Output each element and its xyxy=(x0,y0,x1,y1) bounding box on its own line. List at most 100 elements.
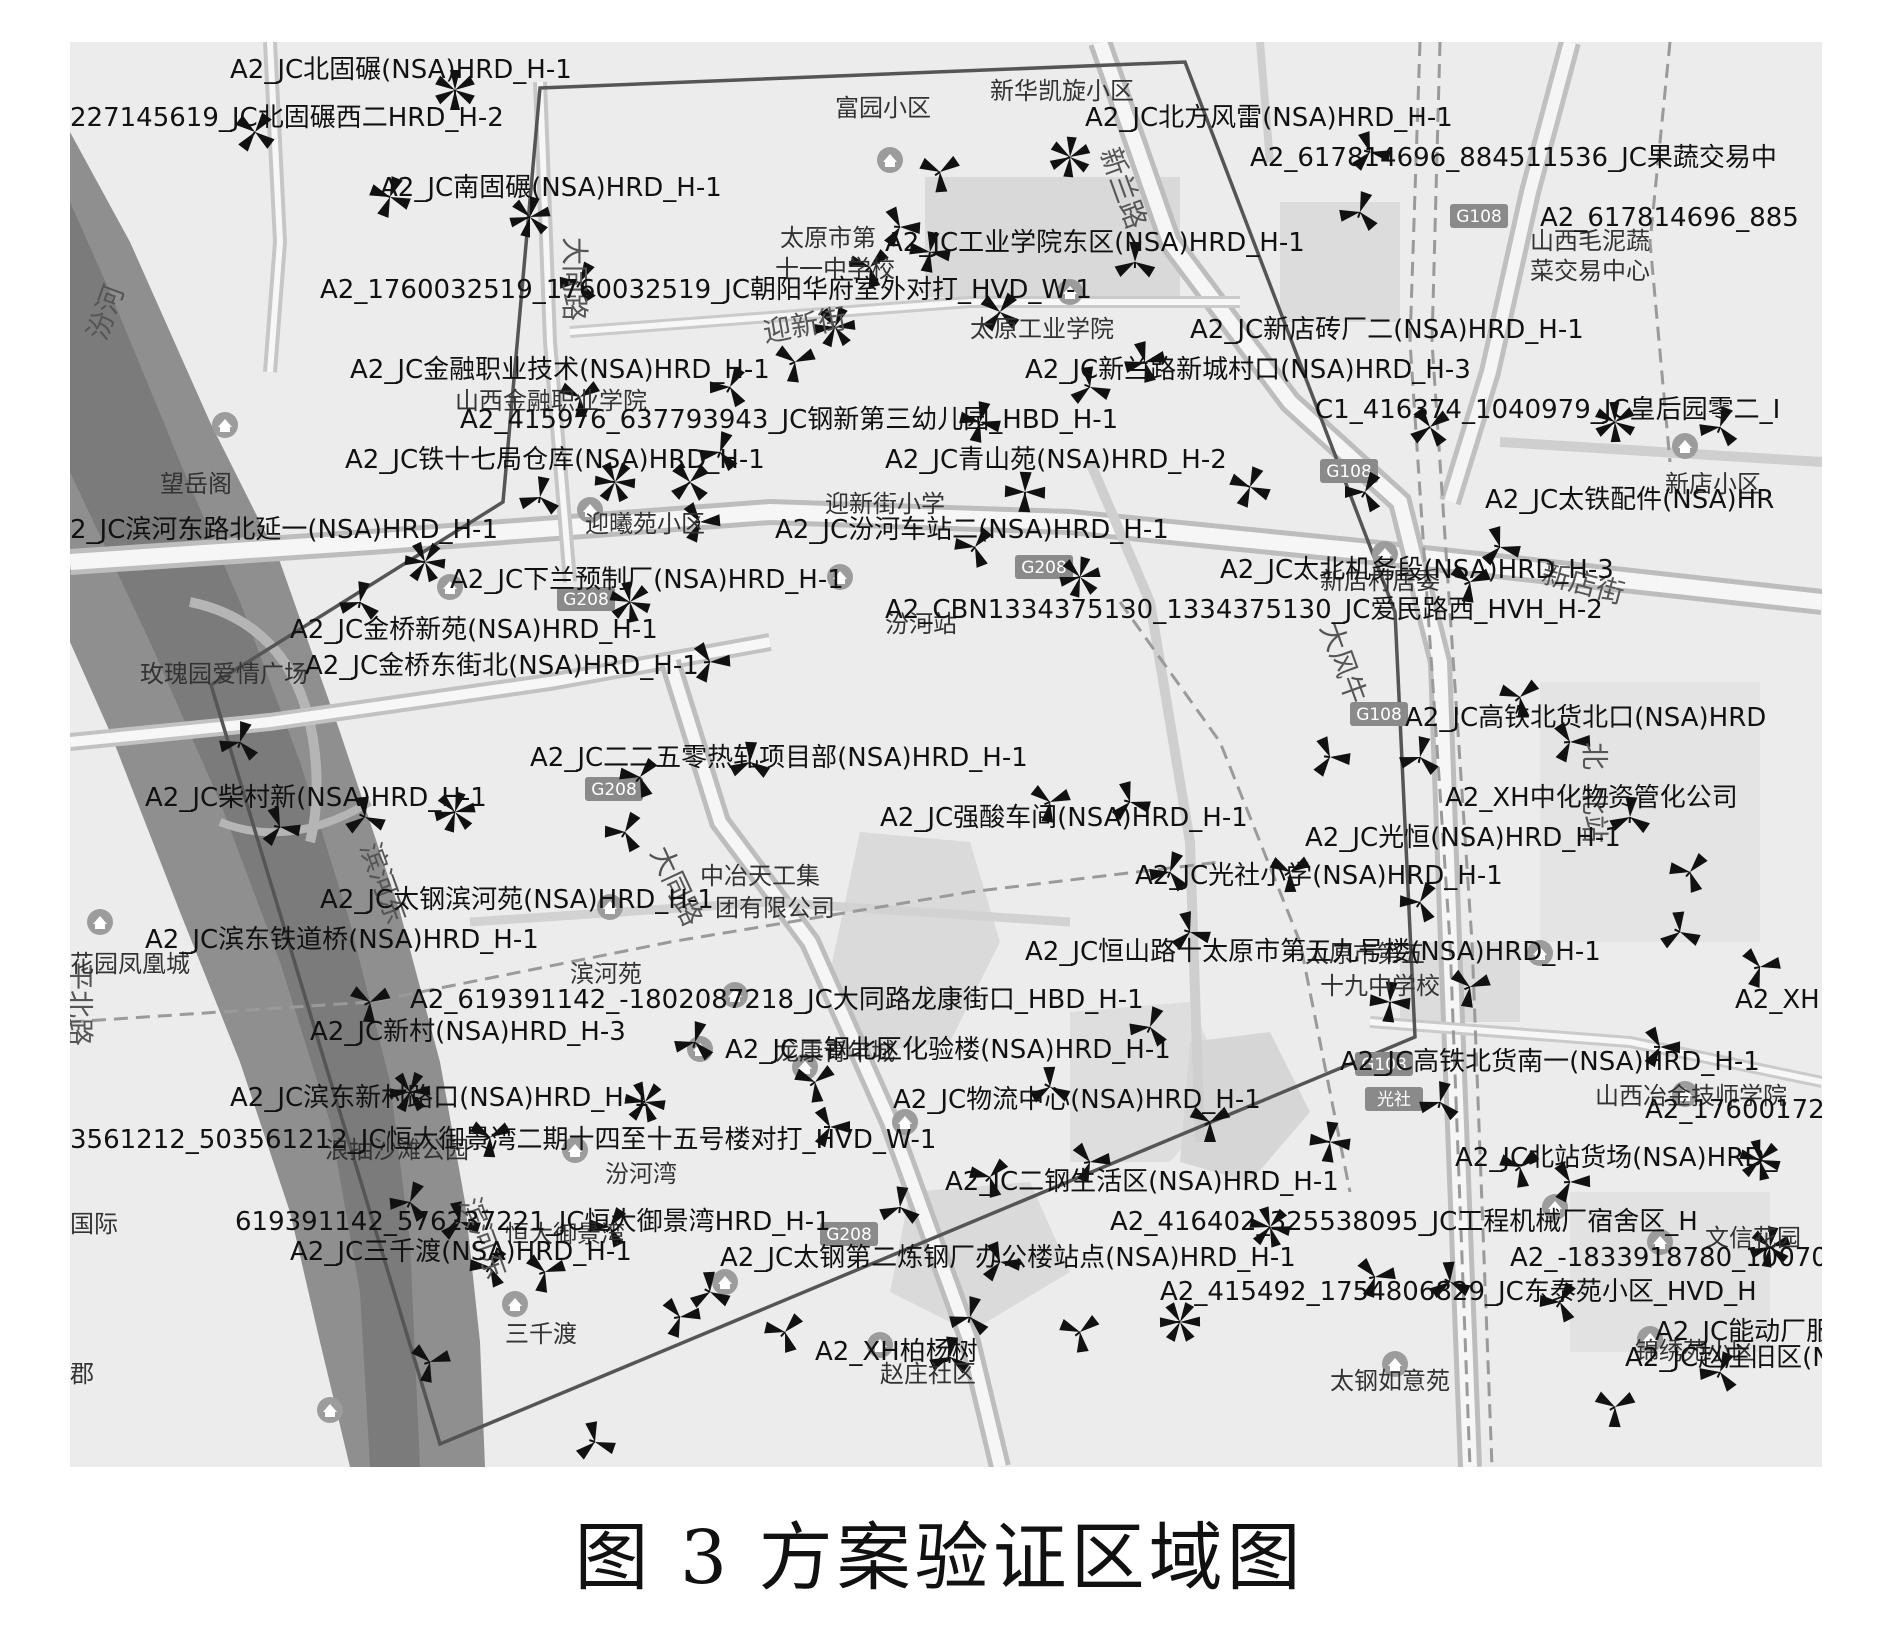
cell-site-antenna-icon[interactable] xyxy=(1004,471,1046,513)
cell-site-antenna-icon[interactable] xyxy=(1554,1161,1591,1203)
cell-site-antenna-icon[interactable] xyxy=(1072,1139,1113,1185)
cell-site-antenna-icon[interactable] xyxy=(574,1418,621,1467)
cell-site-antenna-icon[interactable] xyxy=(687,1267,737,1319)
poi-label[interactable]: 汾河湾 xyxy=(605,1160,677,1188)
cell-site-antenna-icon[interactable] xyxy=(343,792,392,843)
poi-label[interactable]: 新店村居委 xyxy=(1320,567,1440,595)
cell-site-antenna-icon[interactable] xyxy=(594,461,637,503)
poi-label[interactable]: 太原市第五 xyxy=(1305,940,1425,968)
cell-site-antenna-icon[interactable] xyxy=(1395,874,1448,925)
cell-site-antenna-icon[interactable] xyxy=(1114,241,1156,278)
cell-site-antenna-icon[interactable] xyxy=(696,426,746,473)
cell-site-label[interactable]: A2_JC恒山路十太原市第五九号楼(NSA)HRD_H-1 xyxy=(1025,937,1601,967)
cell-site-antenna-icon[interactable] xyxy=(622,1079,668,1124)
cell-site-label[interactable]: 619391142_576237221_JC恒大御景湾HRD_H-1 xyxy=(235,1207,831,1237)
cell-site-antenna-icon[interactable] xyxy=(1397,733,1445,776)
cell-site-antenna-icon[interactable] xyxy=(1696,401,1747,448)
cell-site-label[interactable]: A2_JC北固碾(NSA)HRD_H-1 xyxy=(230,55,572,85)
cell-site-antenna-icon[interactable] xyxy=(1056,553,1104,601)
cell-site-label[interactable]: A2_JC铁十七局仓库(NSA)HRD_H-1 xyxy=(345,445,765,475)
cell-site-label[interactable]: A2_JC滨东铁道桥(NSA)HRD_H-1 xyxy=(145,925,539,955)
building-icon[interactable] xyxy=(827,564,853,590)
building-icon[interactable] xyxy=(437,574,463,600)
cell-site-antenna-icon[interactable] xyxy=(683,500,722,544)
cell-site-label[interactable]: A2_JC工业学院东区(NSA)HRD_H-1 xyxy=(885,228,1305,258)
building-icon[interactable] xyxy=(1057,279,1083,305)
cell-site-antenna-icon[interactable] xyxy=(671,1017,720,1062)
cell-site-antenna-icon[interactable] xyxy=(662,454,718,510)
building-icon[interactable] xyxy=(1672,433,1698,459)
building-icon[interactable] xyxy=(1637,1326,1663,1352)
cell-site-label[interactable]: A2_JC二二五零热轧项目部(NSA)HRD_H-1 xyxy=(530,743,1028,773)
cell-site-antenna-icon[interactable] xyxy=(383,1065,436,1118)
cell-site-antenna-icon[interactable] xyxy=(1735,1135,1785,1185)
building-icon[interactable] xyxy=(1372,541,1398,567)
building-icon[interactable] xyxy=(712,1269,738,1295)
cell-site-antenna-icon[interactable] xyxy=(615,749,669,802)
cell-site-antenna-icon[interactable] xyxy=(693,640,731,683)
cell-site-label[interactable]: A2_JC南固碾(NSA)HRD_H-1 xyxy=(380,173,722,203)
cell-site-antenna-icon[interactable] xyxy=(465,1239,518,1291)
cell-site-antenna-icon[interactable] xyxy=(585,1199,638,1251)
poi-label[interactable]: 新店小区 xyxy=(1665,470,1761,498)
building-icon[interactable] xyxy=(562,1137,588,1163)
cell-site-antenna-icon[interactable] xyxy=(878,1185,923,1225)
cell-site-antenna-icon[interactable] xyxy=(916,144,968,197)
cell-site-antenna-icon[interactable] xyxy=(1741,943,1784,990)
cell-site-antenna-icon[interactable] xyxy=(1313,735,1352,779)
cell-site-antenna-icon[interactable] xyxy=(1351,129,1394,176)
building-icon[interactable] xyxy=(212,412,238,438)
cell-site-antenna-icon[interactable] xyxy=(1744,1222,1795,1273)
poi-label[interactable]: 山西金融职业学院 xyxy=(455,387,647,415)
building-icon[interactable] xyxy=(877,147,903,173)
cell-site-antenna-icon[interactable] xyxy=(262,804,304,850)
building-icon[interactable] xyxy=(892,1109,918,1135)
cell-site-antenna-icon[interactable] xyxy=(1027,1062,1077,1114)
poi-label[interactable]: 锦绣苑小区 xyxy=(1635,1337,1755,1365)
cell-site-antenna-icon[interactable] xyxy=(227,104,283,160)
cell-site-antenna-icon[interactable] xyxy=(760,1304,814,1357)
poi-label[interactable]: 十九中学校 xyxy=(1320,972,1440,1000)
poi-label[interactable]: 玫瑰园爱情广场 xyxy=(140,660,308,688)
cell-site-antenna-icon[interactable] xyxy=(1110,778,1155,826)
cell-site-antenna-icon[interactable] xyxy=(884,206,921,248)
building-icon[interactable] xyxy=(502,1291,528,1317)
cell-site-antenna-icon[interactable] xyxy=(1267,844,1318,897)
cell-site-antenna-icon[interactable] xyxy=(950,519,1004,572)
cell-site-antenna-icon[interactable] xyxy=(1159,1302,1201,1342)
cell-site-label[interactable]: A2_JC下兰预制厂(NSA)HRD_H-1 xyxy=(450,565,844,595)
poi-label[interactable]: 太原市第 xyxy=(780,224,876,252)
cell-site-antenna-icon[interactable] xyxy=(1665,844,1719,897)
poi-label[interactable]: 汾河站 xyxy=(885,610,957,638)
cell-site-label[interactable]: A2_JC金桥东街北(NSA)HRD_H-1 xyxy=(305,651,699,681)
poi-label[interactable]: 太原工业学院 xyxy=(970,315,1114,343)
cell-site-label[interactable]: A2_JC光恒(NSA)HRD_H-1 xyxy=(1305,823,1621,853)
cell-site-antenna-icon[interactable] xyxy=(1242,1199,1298,1255)
cell-site-label[interactable]: A2_JC柴村新(NSA)HRD_H-1 xyxy=(145,783,487,813)
poi-label[interactable]: 十一中学校 xyxy=(775,255,895,283)
cell-site-antenna-icon[interactable] xyxy=(1695,1345,1746,1394)
cell-site-antenna-icon[interactable] xyxy=(965,1148,1019,1202)
poi-label[interactable]: 菜交易中心 xyxy=(1530,257,1650,285)
building-icon[interactable] xyxy=(1382,1351,1408,1377)
cell-site-label[interactable]: A2_XH xyxy=(1735,985,1820,1015)
cell-site-label[interactable]: A2_JC北方风雷(NSA)HRD_H-1 xyxy=(1085,103,1453,133)
cell-site-antenna-icon[interactable] xyxy=(403,541,446,584)
cell-site-antenna-icon[interactable] xyxy=(337,578,384,621)
cell-site-antenna-icon[interactable] xyxy=(556,369,608,422)
cell-site-antenna-icon[interactable] xyxy=(1308,1120,1353,1165)
building-icon[interactable] xyxy=(1527,940,1553,966)
cell-site-antenna-icon[interactable] xyxy=(907,229,953,275)
cell-site-label[interactable]: A2_JC青山苑(NSA)HRD_H-2 xyxy=(885,445,1227,475)
poi-label[interactable]: 太钢如意苑 xyxy=(1330,1367,1450,1395)
cell-site-antenna-icon[interactable] xyxy=(1125,1001,1176,1049)
building-icon[interactable] xyxy=(1647,1229,1673,1255)
building-icon[interactable] xyxy=(867,1332,893,1358)
cell-site-antenna-icon[interactable] xyxy=(1417,1078,1465,1122)
cell-site-label[interactable]: A2_JC新村(NSA)HRD_H-3 xyxy=(310,1017,626,1047)
cell-site-antenna-icon[interactable] xyxy=(1340,465,1393,516)
cell-site-label[interactable]: A2_JC二钢北区化验楼(NSA)HRD_H-1 xyxy=(725,1035,1171,1065)
building-icon[interactable] xyxy=(577,497,603,523)
cell-site-antenna-icon[interactable] xyxy=(216,717,265,763)
cell-site-antenna-icon[interactable] xyxy=(1145,846,1196,894)
